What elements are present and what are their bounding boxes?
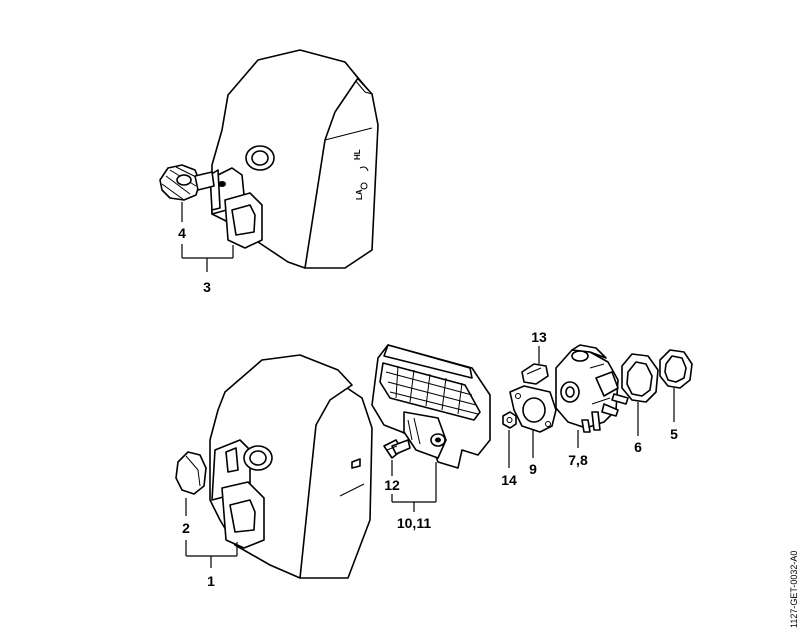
callout-7-8: 7,8 [568,452,588,468]
filter-mesh [385,365,479,415]
callout-3: 3 [203,279,211,295]
filter-callout-lines [391,460,437,512]
callout-2: 2 [182,520,190,536]
callout-10-11: 10,11 [397,515,431,531]
upper-callout-lines [181,202,234,272]
drawing-code: 1127-GET-0032-A0 [789,551,799,628]
upper-shroud: HL LA [209,49,379,269]
hl-mark: HL [353,149,362,160]
ring-part-5 [659,349,693,389]
la-mark: LA [355,189,364,200]
callout-5: 5 [670,426,678,442]
lower-shroud [209,354,373,579]
clip-part-13 [521,363,549,385]
nut-part-14 [502,411,517,429]
air-filter-part-10-11 [371,344,491,469]
lower-left-callout-lines [185,498,238,568]
callout-13: 13 [531,329,547,345]
gasket-part-9 [509,385,557,433]
screw-part-12 [383,439,411,459]
knob-part-4 [159,164,215,201]
callout-9: 9 [529,461,537,477]
callout-1: 1 [207,573,215,589]
callout-6: 6 [634,439,642,455]
callout-4: 4 [178,225,186,241]
callout-12: 12 [384,477,400,493]
gasket-part-6 [621,353,659,403]
carburetor-part-7-8 [555,344,629,433]
cap-part-2 [175,451,207,495]
callout-14: 14 [501,472,517,488]
